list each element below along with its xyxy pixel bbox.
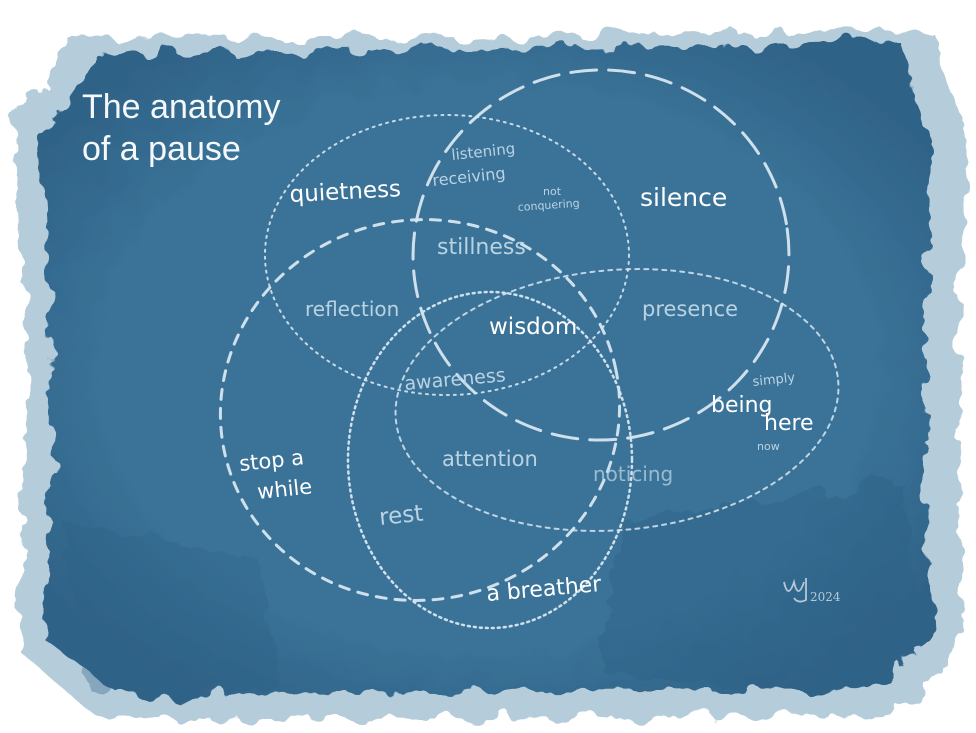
label-wisdom: wisdom <box>489 314 577 340</box>
label-conquering: conquering <box>517 197 580 214</box>
signature-year: 2024 <box>810 590 841 604</box>
artist-signature: 2024 <box>783 578 841 604</box>
label-now: now <box>757 440 780 453</box>
circle-quietness <box>264 114 630 396</box>
circle-noticing <box>394 268 840 532</box>
label-quietness: quietness <box>289 176 402 208</box>
label-reflection: reflection <box>305 297 399 321</box>
label-while: while <box>256 474 313 504</box>
label-silence: silence <box>640 183 727 212</box>
label-being: being <box>711 393 773 418</box>
label-simply: simply <box>752 371 796 390</box>
circle-stop-a-while <box>218 218 622 602</box>
circle-breather <box>346 290 634 630</box>
label-here: here <box>764 411 814 436</box>
label-presence: presence <box>642 297 738 321</box>
label-rest: rest <box>378 500 425 530</box>
venn-circles <box>218 68 840 630</box>
paint-background <box>15 30 968 720</box>
label-stillness: stillness <box>437 235 526 260</box>
circle-silence <box>411 68 791 442</box>
label-noticing: noticing <box>593 462 673 486</box>
label-attention: attention <box>442 447 538 471</box>
label-not: not <box>543 185 562 198</box>
title-line-1: The anatomy <box>82 88 280 126</box>
title-line-2: of a pause <box>82 130 241 168</box>
